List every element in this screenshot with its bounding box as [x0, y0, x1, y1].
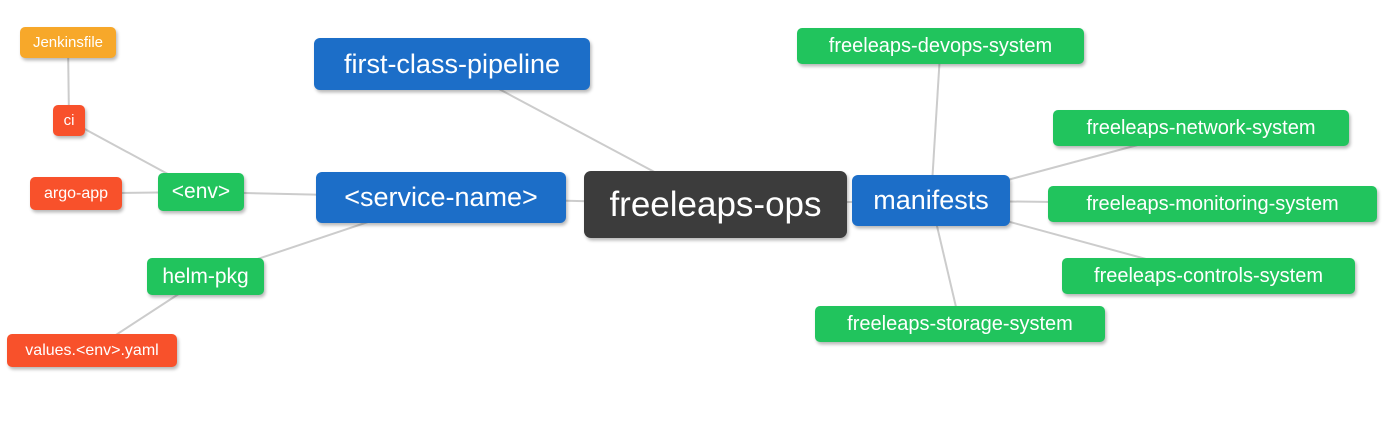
node-jenkinsfile[interactable]: Jenkinsfile [20, 27, 116, 58]
node-freeleaps-controls-system[interactable]: freeleaps-controls-system [1062, 258, 1355, 294]
node-service-name[interactable]: <service-name> [316, 172, 566, 223]
node-freeleaps-network-system[interactable]: freeleaps-network-system [1053, 110, 1349, 146]
node-helm-pkg[interactable]: helm-pkg [147, 258, 264, 295]
node-values-env-yaml[interactable]: values.<env>.yaml [7, 334, 177, 367]
node-freeleaps-devops-system[interactable]: freeleaps-devops-system [797, 28, 1084, 64]
node-ci[interactable]: ci [53, 105, 85, 136]
node-freeleaps-storage-system[interactable]: freeleaps-storage-system [815, 306, 1105, 342]
node-env[interactable]: <env> [158, 173, 244, 211]
node-manifests[interactable]: manifests [852, 175, 1010, 226]
node-argo-app[interactable]: argo-app [30, 177, 122, 210]
node-freeleaps-ops-root[interactable]: freeleaps-ops [584, 171, 847, 238]
node-first-class-pipeline[interactable]: first-class-pipeline [314, 38, 590, 90]
node-freeleaps-monitoring-system[interactable]: freeleaps-monitoring-system [1048, 186, 1377, 222]
